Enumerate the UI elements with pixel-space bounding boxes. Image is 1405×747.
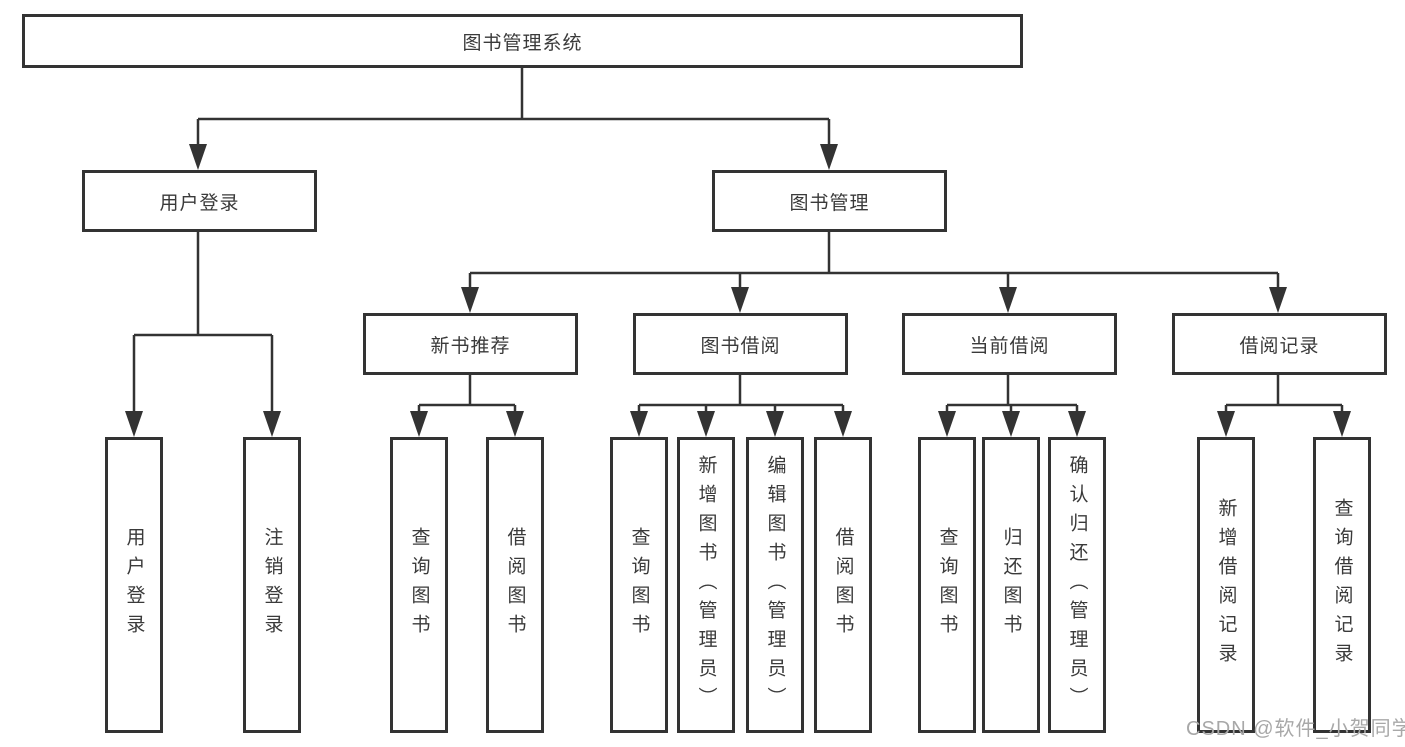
node-label: 用户登录 bbox=[123, 527, 145, 643]
leaf-borrow-edit-books-admin: 编辑图书（管理员） bbox=[746, 437, 804, 733]
node-label: 查询图书 bbox=[408, 527, 430, 643]
node-borrowing-records: 借阅记录 bbox=[1172, 313, 1387, 375]
node-label: 借阅图书 bbox=[504, 527, 526, 643]
arrow-down-icon bbox=[461, 287, 479, 313]
node-current-borrowing: 当前借阅 bbox=[902, 313, 1117, 375]
node-label: 查询图书 bbox=[628, 527, 650, 643]
connector-book-management-to-level3 bbox=[468, 232, 1280, 305]
leaf-user-login: 用户登录 bbox=[105, 437, 163, 733]
arrow-down-icon bbox=[999, 287, 1017, 313]
node-label: 图书管理系统 bbox=[462, 32, 583, 54]
node-label: 确认归还（管理员） bbox=[1066, 454, 1088, 716]
arrow-down-icon bbox=[1269, 287, 1287, 313]
leaf-current-confirm-return-admin: 确认归还（管理员） bbox=[1048, 437, 1106, 733]
arrowheads bbox=[125, 144, 1351, 437]
arrow-down-icon bbox=[731, 287, 749, 313]
connector-borrow-records-to-leaves bbox=[1224, 375, 1344, 429]
arrow-down-icon bbox=[697, 411, 715, 437]
node-label: 借阅记录 bbox=[1239, 335, 1320, 357]
arrow-down-icon bbox=[820, 144, 838, 170]
node-label: 图书借阅 bbox=[700, 335, 781, 357]
node-label: 用户登录 bbox=[159, 192, 240, 214]
connector-root-to-level2 bbox=[196, 68, 831, 162]
arrow-down-icon bbox=[263, 411, 281, 437]
node-label: 借阅图书 bbox=[832, 527, 854, 643]
node-label: 新增借阅记录 bbox=[1215, 498, 1237, 672]
arrow-down-icon bbox=[834, 411, 852, 437]
leaf-records-add-borrow-record: 新增借阅记录 bbox=[1197, 437, 1255, 733]
arrow-down-icon bbox=[189, 144, 207, 170]
arrow-down-icon bbox=[506, 411, 524, 437]
connector-book-borrow-to-leaves bbox=[637, 375, 845, 429]
node-user-login: 用户登录 bbox=[82, 170, 317, 232]
node-label: 查询借阅记录 bbox=[1331, 498, 1353, 672]
leaf-logout: 注销登录 bbox=[243, 437, 301, 733]
node-label: 图书管理 bbox=[789, 192, 870, 214]
arrow-down-icon bbox=[938, 411, 956, 437]
node-label: 新书推荐 bbox=[430, 335, 511, 357]
connector-new-book-to-leaves bbox=[417, 375, 517, 429]
leaf-borrow-add-books-admin: 新增图书（管理员） bbox=[677, 437, 735, 733]
leaf-recommend-borrow-books: 借阅图书 bbox=[486, 437, 544, 733]
leaf-borrow-query-books: 查询图书 bbox=[610, 437, 668, 733]
arrow-down-icon bbox=[1217, 411, 1235, 437]
node-label: 当前借阅 bbox=[969, 335, 1050, 357]
leaf-current-return-books: 归还图书 bbox=[982, 437, 1040, 733]
arrow-down-icon bbox=[1002, 411, 1020, 437]
leaf-records-query-borrow-record: 查询借阅记录 bbox=[1313, 437, 1371, 733]
arrow-down-icon bbox=[630, 411, 648, 437]
node-label: 编辑图书（管理员） bbox=[764, 454, 786, 716]
node-book-borrowing: 图书借阅 bbox=[633, 313, 848, 375]
arrow-down-icon bbox=[1333, 411, 1351, 437]
arrow-down-icon bbox=[410, 411, 428, 437]
leaf-recommend-query-books: 查询图书 bbox=[390, 437, 448, 733]
arrow-down-icon bbox=[1068, 411, 1086, 437]
node-book-management: 图书管理 bbox=[712, 170, 947, 232]
node-new-book-recommendation: 新书推荐 bbox=[363, 313, 578, 375]
watermark: CSDN @软件_小贺同学 bbox=[1186, 718, 1405, 740]
arrow-down-icon bbox=[125, 411, 143, 437]
node-label: 新增图书（管理员） bbox=[695, 454, 717, 716]
node-label: 注销登录 bbox=[261, 527, 283, 643]
node-label: 查询图书 bbox=[936, 527, 958, 643]
node-label: 归还图书 bbox=[1000, 527, 1022, 643]
connector-user-login-to-leaves bbox=[132, 232, 274, 429]
leaf-borrow-borrow-books: 借阅图书 bbox=[814, 437, 872, 733]
node-library-management-system: 图书管理系统 bbox=[22, 14, 1023, 68]
leaf-current-query-books: 查询图书 bbox=[918, 437, 976, 733]
arrow-down-icon bbox=[766, 411, 784, 437]
